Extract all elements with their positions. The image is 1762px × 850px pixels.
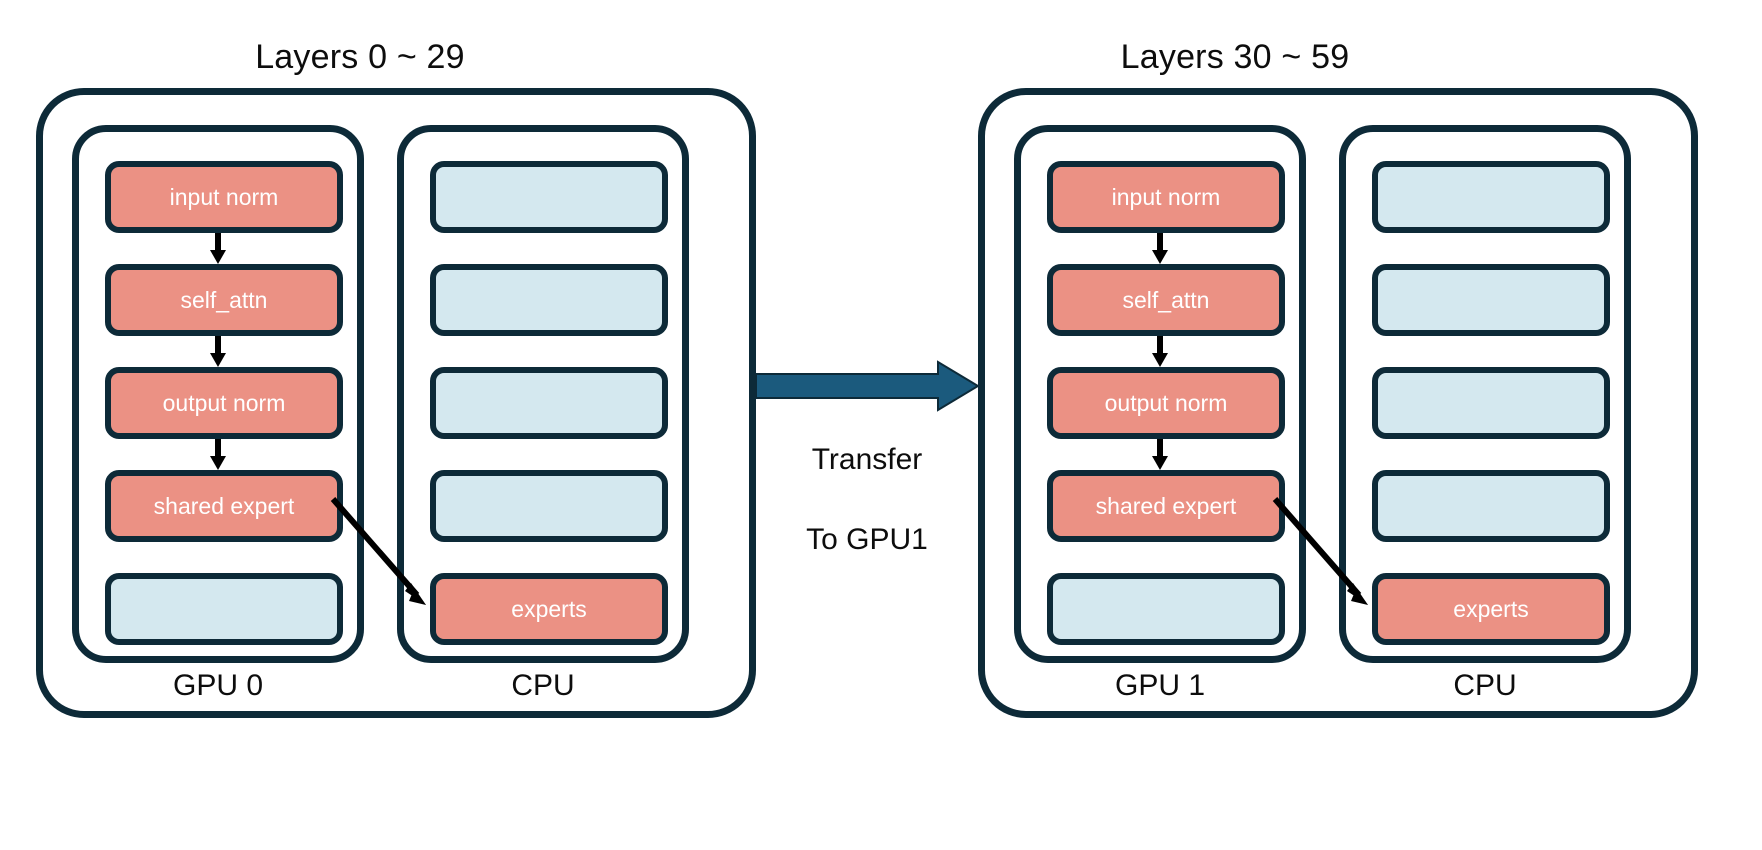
transfer-caption-line2: To GPU1	[806, 523, 928, 556]
flow-arrow-down-icon	[210, 439, 226, 470]
device-label-gpu0: GPU 0	[172, 669, 264, 702]
block-shared-expert[interactable]: shared expert	[105, 470, 343, 542]
block-empty-slot[interactable]	[105, 573, 343, 645]
block-empty-slot[interactable]	[430, 264, 668, 336]
transfer-caption-line1: Transfer	[811, 443, 923, 476]
flow-arrow-down-icon	[1152, 336, 1168, 367]
transfer-caption: Transfer To GPU1	[756, 400, 978, 600]
device-group-right: input norm self_attn output norm shared …	[978, 88, 1698, 718]
block-output-norm[interactable]: output norm	[1047, 367, 1285, 439]
flow-arrow-down-icon	[210, 336, 226, 367]
block-shared-expert[interactable]: shared expert	[1047, 470, 1285, 542]
device-label-gpu1: GPU 1	[1114, 669, 1206, 702]
block-empty-slot[interactable]	[430, 161, 668, 233]
flow-arrow-down-icon	[1152, 233, 1168, 264]
block-empty-slot[interactable]	[1047, 573, 1285, 645]
device-label-cpu-right: CPU	[1453, 669, 1517, 702]
block-input-norm[interactable]: input norm	[1047, 161, 1285, 233]
block-empty-slot[interactable]	[430, 470, 668, 542]
panel-title-right: Layers 30 ~ 59	[1120, 38, 1350, 76]
block-output-norm[interactable]: output norm	[105, 367, 343, 439]
block-empty-slot[interactable]	[1372, 367, 1610, 439]
memory-column-cpu-right: experts	[1339, 125, 1631, 663]
block-self-attn[interactable]: self_attn	[105, 264, 343, 336]
block-empty-slot[interactable]	[1372, 470, 1610, 542]
flow-arrow-down-icon	[1152, 439, 1168, 470]
device-label-cpu-left: CPU	[511, 669, 575, 702]
block-experts[interactable]: experts	[1372, 573, 1610, 645]
block-input-norm[interactable]: input norm	[105, 161, 343, 233]
block-experts[interactable]: experts	[430, 573, 668, 645]
transfer-arrow-icon	[756, 360, 978, 412]
block-empty-slot[interactable]	[430, 367, 668, 439]
flow-arrow-down-icon	[210, 233, 226, 264]
block-self-attn[interactable]: self_attn	[1047, 264, 1285, 336]
memory-column-cpu-left: experts	[397, 125, 689, 663]
memory-column-gpu0: input norm self_attn output norm shared …	[72, 125, 364, 663]
block-empty-slot[interactable]	[1372, 264, 1610, 336]
panel-title-left: Layers 0 ~ 29	[255, 38, 465, 76]
memory-column-gpu1: input norm self_attn output norm shared …	[1014, 125, 1306, 663]
device-group-left: input norm self_attn output norm shared …	[36, 88, 756, 718]
block-empty-slot[interactable]	[1372, 161, 1610, 233]
